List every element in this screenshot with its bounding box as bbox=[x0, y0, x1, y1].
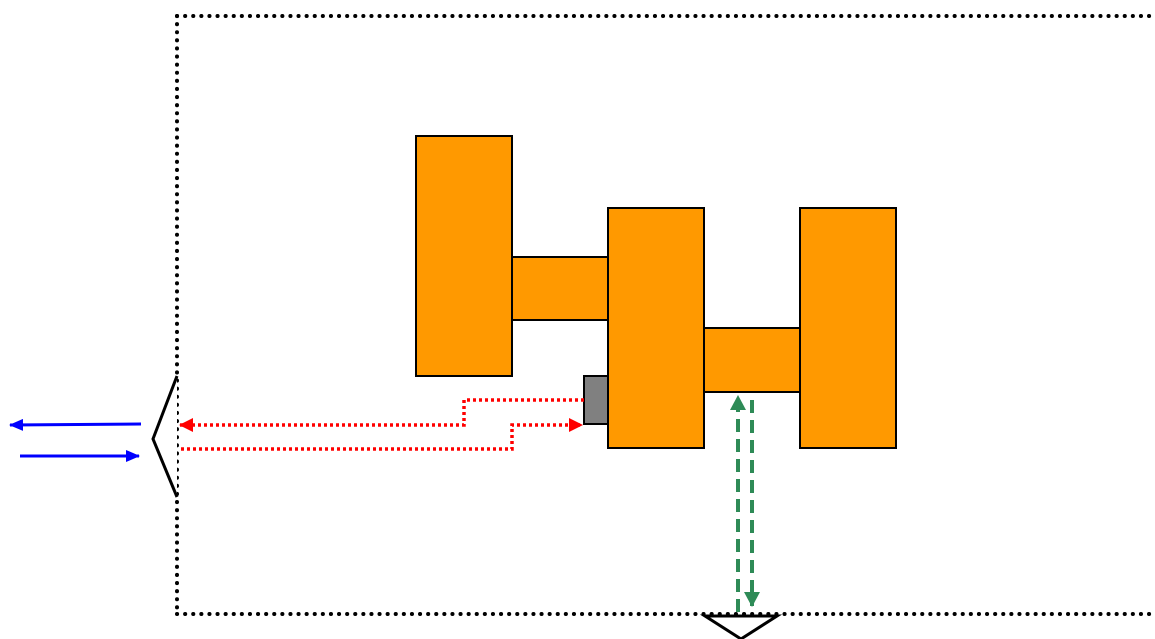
external-outgoing-arrow bbox=[9, 418, 142, 431]
left-port-triangle-icon bbox=[151, 375, 179, 498]
signal-link-to-connector bbox=[181, 418, 583, 451]
bottom-port-triangle-icon bbox=[699, 614, 783, 639]
block-middle bbox=[607, 207, 705, 449]
block-link-lower bbox=[703, 327, 801, 393]
block-assembly bbox=[415, 135, 897, 449]
system-boundary bbox=[175, 14, 1155, 616]
block-right bbox=[799, 207, 897, 449]
signal-link-to-port bbox=[179, 398, 584, 432]
block-link-upper bbox=[511, 256, 609, 321]
block-left bbox=[415, 135, 513, 377]
connector-block bbox=[583, 375, 609, 425]
